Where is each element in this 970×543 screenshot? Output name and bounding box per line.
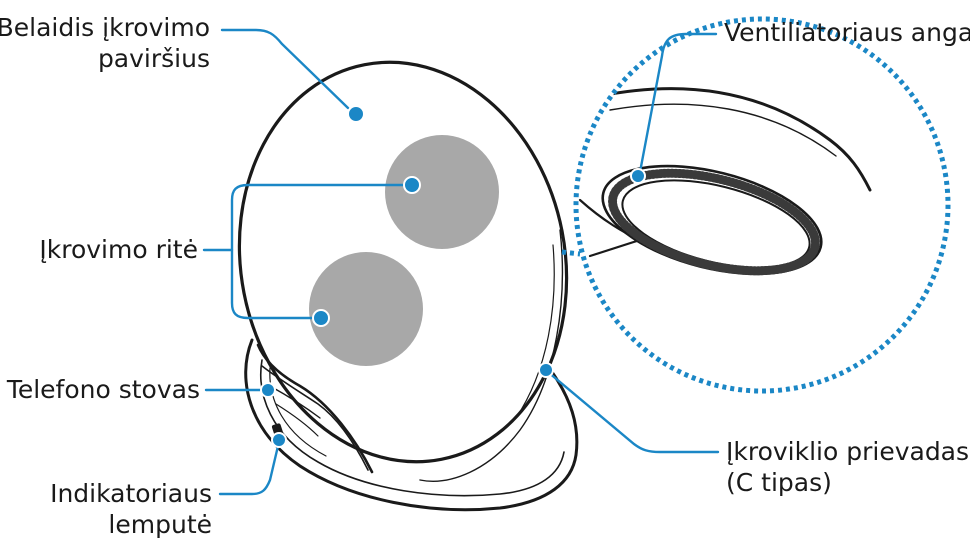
label-wireless-surface: Belaidis įkrovimo paviršius <box>0 12 210 74</box>
label-charger-port-line2: (C tipas) <box>726 468 832 497</box>
leader-fan-vent <box>638 32 718 174</box>
dot-indicator-light <box>271 432 287 448</box>
label-indicator-light-line2: lemputė <box>108 510 212 539</box>
charger-base-inner-2 <box>269 367 327 457</box>
stand-lip <box>256 343 374 474</box>
leader-indicator-light <box>218 444 280 496</box>
label-indicator-light: Indikatoriaus lemputė <box>50 478 212 540</box>
label-fan-vent-line1: Ventiliatoriaus anga <box>724 18 970 47</box>
leader-dots <box>260 105 646 448</box>
dot-wireless-surface <box>347 105 365 123</box>
label-phone-stand: Telefono stovas <box>7 374 200 405</box>
label-charger-port: Įkroviklio prievadas (C tipas) <box>726 436 969 498</box>
charging-coil-top <box>385 135 499 249</box>
dot-fan-vent <box>630 168 646 184</box>
charging-coil-bottom <box>309 252 423 366</box>
label-charging-coil: Įkrovimo ritė <box>39 234 198 265</box>
label-indicator-light-line1: Indikatoriaus <box>50 479 212 508</box>
leader-wireless-surface <box>220 28 350 110</box>
label-wireless-surface-line2: paviršius <box>97 44 210 73</box>
detail-body-curve-2 <box>609 103 837 157</box>
label-fan-vent: Ventiliatoriaus anga <box>724 17 970 48</box>
pad-rim-2 <box>515 244 555 419</box>
stand-lip-2 <box>261 365 369 471</box>
vent-grille <box>608 168 820 276</box>
leader-lines <box>202 28 720 496</box>
detail-body-curve <box>598 87 872 192</box>
vent-detail <box>578 87 872 276</box>
dot-coil-top <box>403 176 421 194</box>
charger-base-inner <box>260 359 565 497</box>
stand-lip-4 <box>275 403 319 437</box>
dot-charger-port <box>538 362 554 378</box>
label-charging-coil-line1: Įkrovimo ritė <box>39 235 198 264</box>
label-charger-port-line1: Įkroviklio prievadas <box>726 437 970 466</box>
detail-dotted-circle <box>573 16 951 394</box>
leader-charging-coil <box>230 183 418 320</box>
label-wireless-surface-line1: Belaidis įkrovimo <box>0 13 210 42</box>
dot-coil-bottom <box>312 309 330 327</box>
dot-phone-stand <box>260 382 276 398</box>
leader-charger-port <box>546 370 720 454</box>
pad-rim <box>419 229 564 482</box>
detail-link <box>561 249 581 257</box>
label-phone-stand-line1: Telefono stovas <box>6 375 200 404</box>
detail-side-line-2 <box>588 238 642 258</box>
